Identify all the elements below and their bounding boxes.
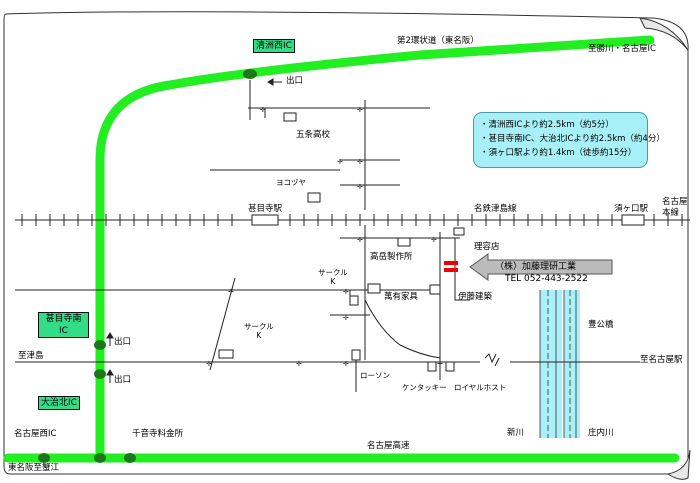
label-lawson: ローソン: [360, 371, 390, 380]
label-kentucky: ケンタッキー: [402, 383, 447, 392]
access-line-jimokuji: ・甚目寺南IC、大治北ICより約2.5km（約4分）: [480, 134, 665, 144]
svg-text:✛: ✛: [343, 314, 349, 322]
label-gojo-high: 五条高校: [296, 130, 331, 140]
svg-text:✛: ✛: [437, 360, 443, 368]
ic-jimokuji-minami: 甚目寺南 IC: [38, 312, 89, 338]
sukaguchi-station-marker: [621, 214, 645, 226]
svg-text:✛: ✛: [343, 288, 349, 296]
svg-text:✛: ✛: [337, 158, 343, 166]
label-to-nagoya-station: 至名古屋駅: [640, 355, 683, 365]
company-name: （株）加藤理研工業: [495, 262, 577, 272]
paper-curl-top: [639, 17, 689, 51]
svg-text:✛: ✛: [228, 288, 234, 296]
company-marker-bottom: [444, 268, 458, 272]
label-to-katsukawa: 至勝川・名古屋IC: [588, 44, 656, 54]
ic-dot-ojikita: [94, 369, 106, 379]
label-royal-host: ロイヤルホスト: [454, 383, 507, 392]
jimokuji-station-marker: [251, 214, 279, 226]
ic-dot-junction: [94, 453, 106, 463]
ic-kiyosu-nishi: 清洲西IC: [253, 39, 295, 53]
label-nagoya-honsen: 名古屋 本線: [662, 197, 688, 218]
label-tomei-kanie: 東名阪至蟹江: [8, 463, 60, 473]
svg-text:✛: ✛: [357, 158, 363, 166]
river-shonaigawa: [564, 290, 580, 438]
paper-background: [3, 11, 689, 475]
svg-text:✛: ✛: [206, 360, 212, 368]
label-nagoya-nishi-ic: 名古屋西IC: [14, 429, 57, 439]
svg-text:✛: ✛: [260, 106, 266, 114]
label-exit-jimokuji: 出口: [114, 337, 132, 347]
ic-dot-senonji: [124, 453, 136, 463]
ic-dot-nagoya-nishi: [38, 453, 50, 463]
label-exit-kiyosu: 出口: [286, 76, 304, 86]
label-ito-kensetsu: 伊藤建築: [458, 292, 493, 302]
svg-text:✛: ✛: [431, 236, 437, 244]
label-senonji-toll: 千音寺料金所: [132, 429, 184, 439]
label-sukaguchi-station: 須ヶ口駅: [614, 204, 649, 214]
label-shinkawa: 新川: [507, 428, 525, 438]
company-marker-top: [444, 261, 458, 265]
river-shinkawa: [540, 290, 562, 438]
label-circle-k2: サークル K: [244, 322, 274, 340]
road-break-mark: [484, 353, 500, 367]
label-takatake: 高岳製作所: [370, 252, 413, 262]
svg-text:✛: ✛: [357, 106, 363, 114]
label-railway-line: 名鉄津島線: [474, 204, 517, 214]
label-katsuari: 萬有家具: [384, 292, 419, 302]
expressway-route2: [95, 35, 655, 460]
label-to-tsushima: 至津島: [18, 351, 44, 361]
ic-dot-jimokuji: [94, 340, 106, 350]
access-line-kiyosu: ・清洲西ICより約2.5km（約5分）: [480, 120, 614, 130]
label-circle-k1: サークル K: [318, 268, 348, 286]
label-shonaigawa: 庄内川: [588, 428, 614, 438]
company-arrow: [469, 253, 613, 281]
svg-text:✛: ✛: [357, 236, 363, 244]
svg-text:✛: ✛: [296, 360, 302, 368]
label-nagoya-expressway: 名古屋高速: [367, 441, 410, 451]
ic-dot-kiyosu: [243, 69, 257, 79]
label-hokoubashi: 豊公橋: [588, 320, 614, 330]
paper-curl-bottom: [666, 449, 691, 480]
label-yokoya: ヨコヅヤ: [276, 178, 306, 187]
ic-ojikita: 大治北IC: [38, 396, 80, 410]
company-label: （株）加藤理研工業 TEL 052-443-2522: [495, 261, 588, 285]
label-route2: 第2環状道（東名阪）: [397, 36, 479, 46]
svg-text:✛: ✛: [357, 183, 363, 191]
access-info-box: ・清洲西ICより約2.5km（約5分） ・甚目寺南IC、大治北ICより約2.5k…: [473, 112, 665, 168]
access-line-sukaguchi: ・須ヶ口駅より約1.4km（徒歩約15分）: [480, 148, 637, 158]
label-barber: 理容店: [474, 242, 500, 252]
svg-text:✛: ✛: [343, 360, 349, 368]
company-tel: TEL 052-443-2522: [505, 274, 588, 284]
label-exit-ojikita: 出口: [114, 375, 132, 385]
label-jimokuji-station: 甚目寺駅: [248, 204, 283, 214]
